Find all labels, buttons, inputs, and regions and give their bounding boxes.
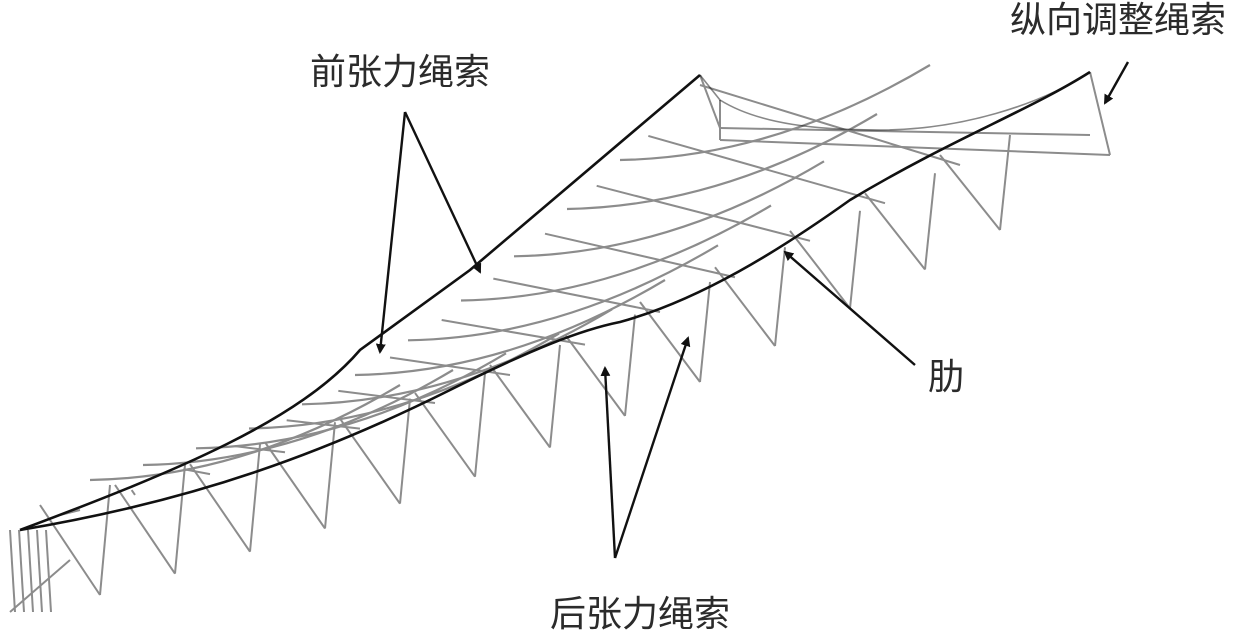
strut-v-right — [999, 134, 1011, 231]
strut-v-left — [264, 441, 326, 530]
rib-curve — [89, 384, 401, 482]
strut-diagonal — [596, 184, 811, 242]
rib-curve — [354, 279, 666, 377]
strut-v-right — [99, 484, 111, 596]
rib-curve — [248, 332, 560, 430]
end-post — [18, 529, 25, 613]
end-post — [9, 529, 16, 613]
strut-v-right — [924, 173, 936, 270]
arrow-longitudinal-cable — [1103, 61, 1130, 105]
rib-curves — [89, 64, 931, 482]
end-post — [36, 529, 43, 613]
end-frame-diagonal — [699, 74, 721, 129]
strut-v-right — [699, 281, 711, 383]
arrow-front-cable-1 — [375, 111, 407, 354]
truss-frame — [9, 71, 1111, 613]
end-frame-bottom — [719, 139, 1111, 156]
strut-diagonal — [130, 489, 136, 496]
strut-v-left — [864, 192, 926, 271]
strut-v-right — [774, 247, 786, 347]
end-brace — [9, 559, 71, 613]
arrow-back-cable-1 — [600, 366, 617, 559]
strut-diagonal — [699, 84, 961, 166]
strut-v-right — [849, 210, 861, 309]
rib-curve — [513, 160, 825, 258]
longitudinal-adjusting-cable-label: 纵向调整绳索 — [1010, 0, 1227, 41]
back-tension-cable-label: 后张力绳索 — [550, 594, 731, 635]
strut-v-left — [189, 463, 251, 553]
strut-v-right — [474, 372, 486, 477]
strut-v-left — [114, 484, 176, 575]
strut-v-left — [939, 154, 1001, 231]
strut-diagonal — [441, 319, 586, 346]
strut-v-left — [489, 364, 551, 449]
strut-v-left — [564, 334, 626, 417]
rib-curve — [619, 64, 931, 162]
arrow-back-cable-2 — [613, 336, 691, 559]
end-frame-post-right — [1089, 71, 1111, 156]
rib-curve — [460, 204, 772, 302]
end-frame-chord — [719, 127, 1091, 136]
end-post — [45, 529, 52, 613]
strut-v-right — [624, 314, 636, 416]
strut-v-right — [174, 464, 186, 574]
strut-v-left — [639, 301, 701, 383]
rib-curve — [142, 369, 454, 467]
annotation-arrows — [375, 61, 1130, 559]
rib-label: 肋 — [928, 357, 965, 398]
back-tension-cable — [19, 70, 1091, 532]
strut-v-left — [339, 418, 401, 505]
front-tension-cable-label: 前张力绳索 — [310, 52, 491, 93]
strut-v-right — [324, 422, 336, 529]
strut-v-right — [249, 444, 261, 552]
end-post — [27, 529, 34, 613]
arrow-rib — [783, 250, 916, 366]
rib-curve — [301, 308, 613, 406]
strut-v-right — [399, 398, 411, 504]
arrow-front-cable-2 — [403, 111, 482, 274]
front-tension-cable — [19, 74, 701, 532]
strut-diagonal — [389, 356, 511, 376]
strut-v-right — [549, 344, 561, 448]
rib-curve — [566, 113, 878, 211]
strut-v-left — [789, 230, 851, 309]
strut-diagonal — [544, 232, 736, 279]
longitudinal-adjusting-cable — [699, 71, 1091, 131]
strut-v-left — [414, 392, 476, 478]
rib-curve — [407, 244, 719, 342]
strut-diagonal — [493, 277, 661, 313]
